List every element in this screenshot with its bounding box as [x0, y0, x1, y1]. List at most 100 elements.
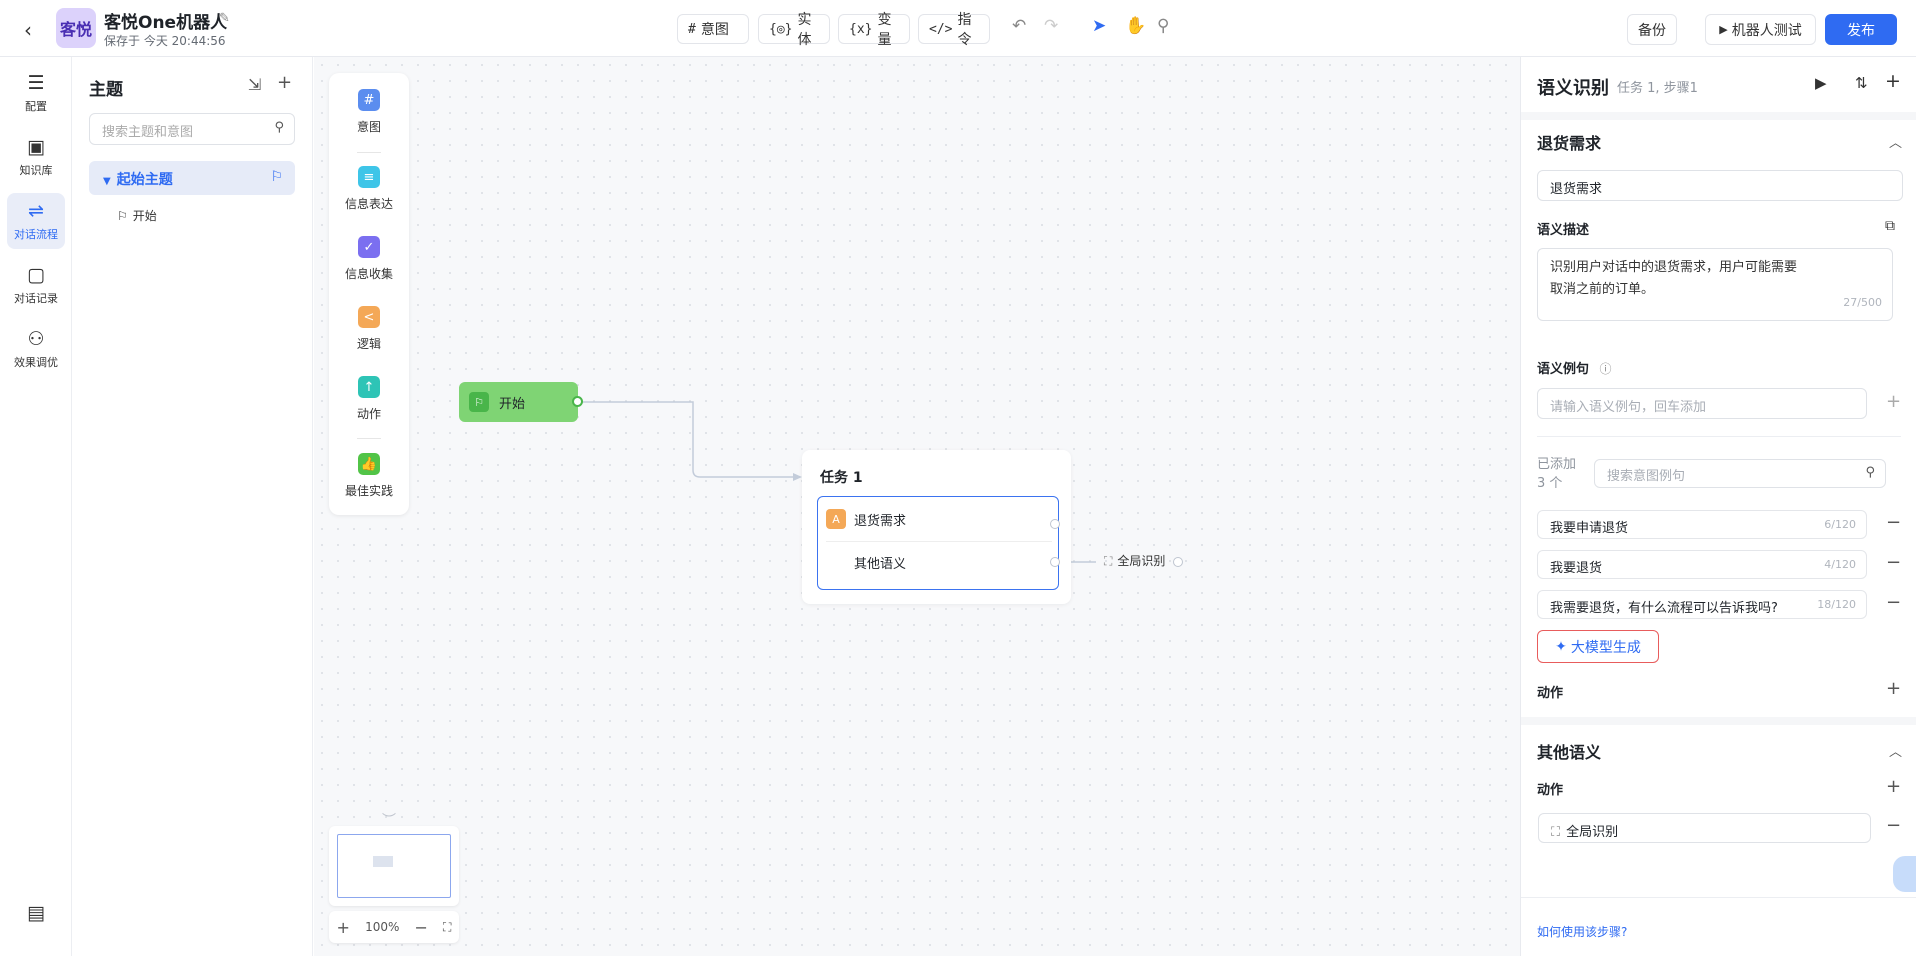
intent-row[interactable]: A 退货需求 [826, 509, 906, 529]
palette-logic[interactable]: < 逻辑 [329, 306, 409, 352]
other-semantic-row[interactable]: 其他语义 [854, 557, 907, 572]
section-other-semantic: 其他语义 [1537, 743, 1602, 762]
remove-action-icon[interactable]: − [1886, 815, 1902, 836]
palette-action[interactable]: ↑ 动作 [329, 376, 409, 422]
chat-icon: ▢ [27, 264, 45, 286]
global-node-port[interactable] [1173, 557, 1183, 567]
sliders-icon: ☰ [27, 72, 45, 94]
zoom-bar: + 100% − ⛶ [329, 911, 459, 943]
backup-button[interactable]: 备份 [1627, 14, 1677, 45]
minimap[interactable] [329, 826, 459, 906]
left-nav: ☰ 配置 ▣ 知识库 ⇌ 对话流程 ▢ 对话记录 ⚇ 效果调优 ▤ [0, 57, 72, 956]
semantic-step[interactable]: A 退货需求 其他语义 [817, 496, 1059, 590]
add-action-icon[interactable]: + [1886, 776, 1902, 797]
hand-icon[interactable]: ✋ [1125, 16, 1147, 36]
search-icon[interactable]: ⚲ [1157, 16, 1170, 36]
intent-row-port[interactable] [1050, 519, 1060, 529]
zoom-out-icon[interactable]: − [414, 917, 428, 937]
nav-tuning-label: 效果调优 [14, 356, 58, 369]
start-node[interactable]: ⚐ 开始 [459, 382, 578, 422]
play-icon: ▶ [1719, 23, 1728, 36]
book-icon: ▣ [27, 136, 45, 158]
desc-line-2: 取消之前的订单。 [1550, 282, 1655, 297]
import-icon[interactable]: ⇲ [248, 75, 262, 94]
global-recognition-node[interactable]: ⛶全局识别 [1104, 552, 1165, 569]
nav-dialog-flow[interactable]: ⇌ 对话流程 [7, 193, 65, 249]
llm-generate-button[interactable]: ✦ 大模型生成 [1537, 630, 1659, 663]
help-link[interactable]: 如何使用该步骤? [1537, 925, 1628, 939]
global-action-item[interactable]: ⛶全局识别 [1538, 813, 1871, 843]
code-icon: </> [929, 21, 953, 37]
nav-knowledge[interactable]: ▣ 知识库 [7, 129, 65, 185]
robot-test-label: 机器人测试 [1731, 22, 1802, 39]
edit-icon[interactable]: ✎ [219, 11, 230, 26]
chevron-up-icon[interactable]: ︿ [1889, 136, 1903, 151]
search-icon: ⚲ [1865, 465, 1875, 480]
assistant-robot-icon[interactable] [1893, 856, 1916, 892]
minimap-viewport[interactable] [337, 834, 451, 898]
robot-test-button[interactable]: ▶ 机器人测试 [1705, 14, 1816, 45]
app-title: 客悦One机器人 [104, 13, 228, 33]
added-count: 已添加 3 个 [1537, 457, 1577, 491]
help-icon[interactable]: ⓘ [1599, 362, 1612, 376]
nav-bottom-item[interactable]: ▤ [7, 893, 65, 937]
book-open-icon[interactable]: ⧉ [1885, 218, 1895, 234]
palette-info-collect[interactable]: ✓ 信息收集 [329, 236, 409, 282]
topic-search-input[interactable]: 搜索主题和意图 ⚲ [89, 113, 295, 145]
start-node-label: 开始 [499, 396, 526, 412]
example-item[interactable]: 我需要退货，有什么流程可以告诉我吗? 18/120 [1537, 590, 1867, 619]
example-text: 我要申请退货 [1550, 521, 1629, 536]
topic-start[interactable]: ▼起始主题 ⚐ [89, 161, 295, 195]
chevron-down-icon[interactable]: ︶ [382, 813, 396, 829]
example-input[interactable]: 请输入语义例句，回车添加 [1537, 388, 1867, 419]
back-arrow-icon[interactable]: ‹ [24, 18, 32, 42]
palette-best-practice[interactable]: 👍 最佳实践 [329, 453, 409, 499]
palette-info-express[interactable]: ≡ 信息表达 [329, 166, 409, 212]
sort-icon[interactable]: ⇅ [1855, 74, 1868, 92]
publish-button[interactable]: 发布 [1825, 14, 1897, 45]
nav-dialog-record[interactable]: ▢ 对话记录 [7, 257, 65, 313]
palette-intent[interactable]: # 意图 [329, 89, 409, 135]
remove-example-icon[interactable]: − [1886, 592, 1902, 613]
other-row-port[interactable] [1050, 557, 1060, 567]
search-icon: ⚲ [274, 120, 284, 135]
entity-toolbar-button[interactable]: {◎} 实体 [758, 12, 830, 48]
zoom-in-icon[interactable]: + [336, 917, 350, 937]
chevron-up-icon[interactable]: ︿ [1889, 745, 1903, 760]
semantic-icon: A [826, 509, 846, 529]
undo-icon[interactable]: ↶ [1012, 16, 1027, 36]
nav-dialog-record-label: 对话记录 [14, 292, 58, 305]
node-palette: # 意图 ≡ 信息表达 ✓ 信息收集 < 逻辑 ↑ 动作 👍 最佳实践 [329, 73, 409, 515]
nav-config[interactable]: ☰ 配置 [7, 65, 65, 121]
task-node[interactable]: 任务 1 A 退货需求 其他语义 [802, 450, 1071, 604]
variable-toolbar-button[interactable]: {x} 变量 [838, 12, 910, 48]
log-icon: ▤ [27, 902, 45, 924]
start-node-port[interactable] [572, 396, 583, 407]
add-action-icon[interactable]: + [1886, 678, 1902, 699]
command-toolbar-button[interactable]: </> 指令 [918, 12, 990, 48]
fit-view-icon[interactable]: ⛶ [443, 919, 452, 934]
example-item[interactable]: 我要申请退货 6/120 [1537, 510, 1867, 539]
intent-name-input[interactable]: 退货需求 [1537, 170, 1903, 201]
flow-icon: ⇌ [28, 200, 44, 222]
example-search-input[interactable]: 搜索意图例句 ⚲ [1594, 459, 1886, 488]
scan-icon: ⛶ [1104, 554, 1113, 568]
subtopic-start[interactable]: ⚐开始 [117, 207, 157, 224]
add-example-icon[interactable]: + [1886, 391, 1902, 412]
intent-toolbar-button[interactable]: # 意图 [677, 14, 749, 44]
pointer-icon[interactable]: ➤ [1092, 16, 1107, 36]
add-topic-icon[interactable]: + [277, 72, 293, 93]
example-text: 我要退货 [1550, 561, 1603, 576]
hash-icon: # [688, 21, 696, 37]
example-item[interactable]: 我要退货 4/120 [1537, 550, 1867, 579]
remove-example-icon[interactable]: − [1886, 512, 1902, 533]
remove-example-icon[interactable]: − [1886, 552, 1902, 573]
redo-icon[interactable]: ↷ [1044, 16, 1059, 36]
description-textarea[interactable]: 识别用户对话中的退货需求，用户可能需要 取消之前的订单。 27/500 [1537, 248, 1893, 321]
play-icon[interactable]: ▶ [1815, 74, 1827, 92]
add-icon[interactable]: + [1885, 70, 1901, 92]
variable-toolbar-label: 变量 [877, 12, 892, 48]
palette-intent-label: 意图 [356, 120, 381, 134]
nav-tuning[interactable]: ⚇ 效果调优 [7, 321, 65, 377]
llm-generate-label: 大模型生成 [1570, 639, 1641, 656]
